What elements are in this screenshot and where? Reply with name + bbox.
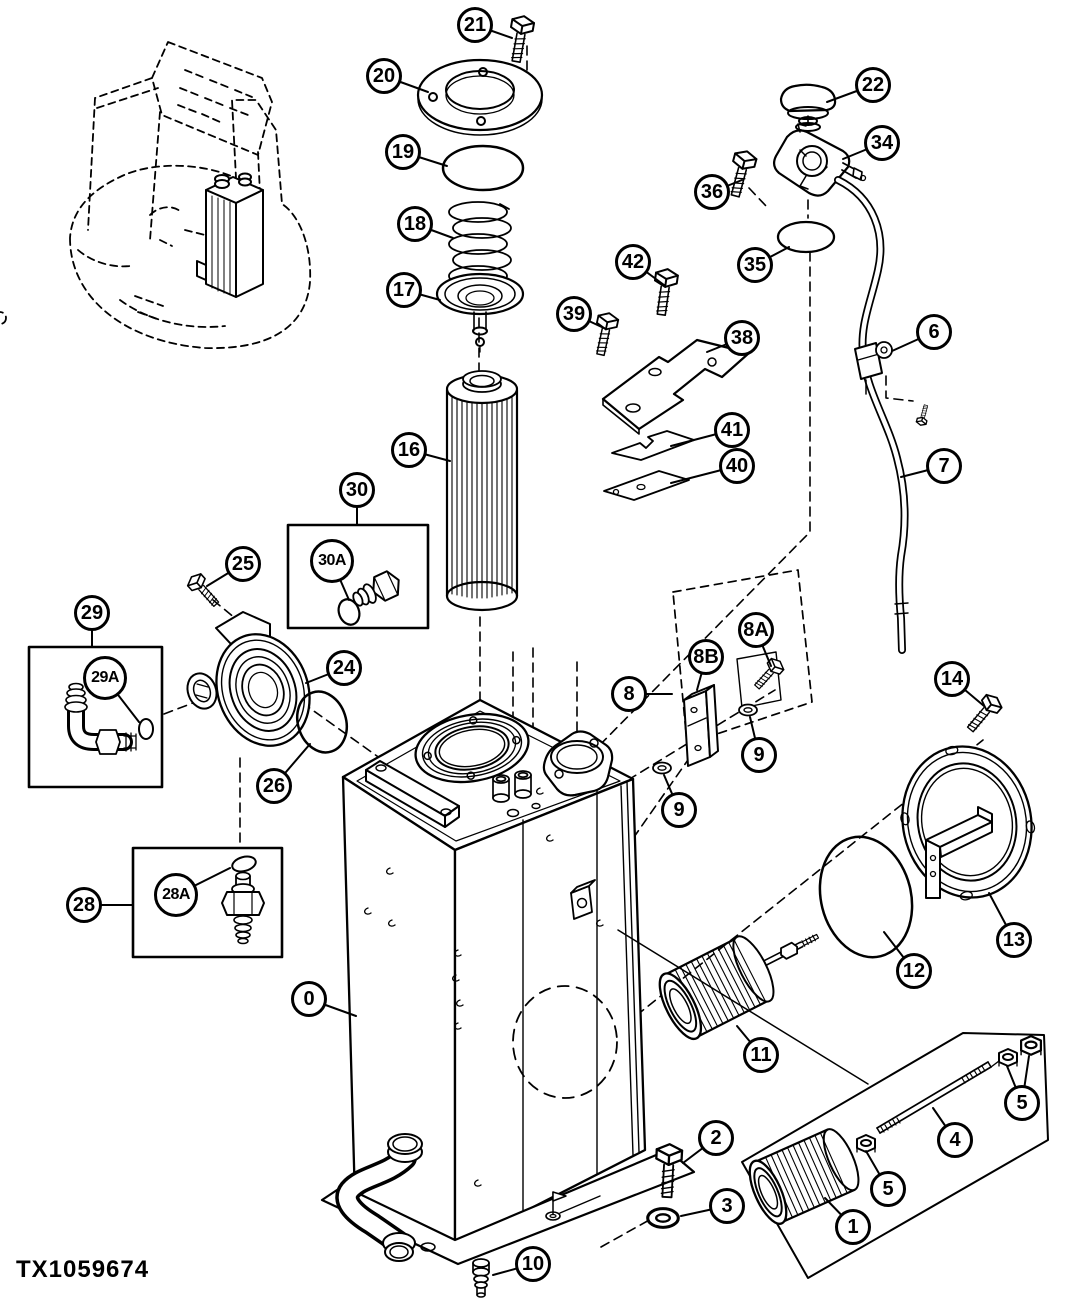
part-30-box	[286, 523, 430, 630]
callout-14[interactable]: 14	[934, 661, 970, 697]
part-12-cover-o-ring	[818, 835, 914, 959]
callout-28A[interactable]: 28A	[154, 873, 198, 917]
part-28A-fitting	[221, 855, 265, 945]
part-7-overflow-hose	[834, 176, 909, 654]
callout-9[interactable]: 9	[741, 737, 777, 773]
callout-25[interactable]: 25	[225, 546, 261, 582]
part-42-bolt	[649, 266, 680, 318]
callout-35[interactable]: 35	[737, 247, 773, 283]
part-19-o-ring	[441, 144, 525, 192]
callout-11[interactable]: 11	[743, 1037, 779, 1073]
callout-22[interactable]: 22	[855, 67, 891, 103]
callout-12[interactable]: 12	[896, 953, 932, 989]
callout-6[interactable]: 6	[916, 314, 952, 350]
callout-1[interactable]: 1	[835, 1209, 871, 1245]
callout-3[interactable]: 3	[709, 1188, 745, 1224]
part-3-washer	[646, 1206, 680, 1230]
part-22-breather-cap	[779, 83, 837, 132]
part-20-cover-plate	[416, 58, 544, 136]
callout-8B[interactable]: 8B	[688, 639, 724, 675]
callout-41[interactable]: 41	[714, 412, 750, 448]
callout-36[interactable]: 36	[694, 174, 730, 210]
part-0-hydraulic-tank	[320, 698, 869, 1266]
part-41-shim	[611, 430, 695, 461]
callout-30[interactable]: 30	[339, 472, 375, 508]
part-13-side-cover	[900, 745, 1036, 901]
callout-10[interactable]: 10	[515, 1246, 551, 1282]
part-10-drain-plug	[472, 1258, 490, 1298]
part-6-hose-clamp	[854, 341, 893, 395]
callout-13[interactable]: 13	[996, 922, 1032, 958]
callout-9[interactable]: 9	[661, 792, 697, 828]
callout-28[interactable]: 28	[66, 887, 102, 923]
part-21-bolt	[504, 13, 536, 65]
part-9-washer	[652, 761, 672, 775]
part-14-screw	[961, 690, 1006, 737]
part-4-rod	[876, 1060, 1000, 1134]
callout-29[interactable]: 29	[74, 595, 110, 631]
callout-42[interactable]: 42	[615, 244, 651, 280]
part-34-breather-base-plate	[772, 123, 867, 197]
callout-4[interactable]: 4	[937, 1122, 973, 1158]
part-39-bolt	[589, 310, 621, 358]
callout-40[interactable]: 40	[719, 448, 755, 484]
callout-39[interactable]: 39	[556, 296, 592, 332]
callout-18[interactable]: 18	[397, 206, 433, 242]
part-40-shim	[603, 470, 690, 501]
callout-38[interactable]: 38	[724, 320, 760, 356]
clamp-screw	[915, 403, 932, 428]
part-16-filter-element	[445, 370, 519, 612]
callout-19[interactable]: 19	[385, 134, 421, 170]
part-30A-plug	[337, 570, 400, 626]
part-1-strainer	[748, 1128, 860, 1225]
part-8B-block	[683, 684, 719, 767]
callout-8A[interactable]: 8A	[738, 612, 774, 648]
callout-34[interactable]: 34	[864, 125, 900, 161]
callout-30A[interactable]: 30A	[310, 539, 354, 583]
part-5-nut-b	[1019, 1034, 1043, 1056]
part-38-bracket	[601, 338, 751, 435]
callout-16[interactable]: 16	[391, 432, 427, 468]
part-17-bypass-cup	[435, 272, 525, 353]
figure-code: TX1059674	[16, 1256, 150, 1283]
part-26-o-ring	[295, 690, 349, 754]
callout-20[interactable]: 20	[366, 58, 402, 94]
callout-26[interactable]: 26	[256, 768, 292, 804]
part-25-screw	[184, 570, 224, 611]
callout-0[interactable]: 0	[291, 981, 327, 1017]
callout-29A[interactable]: 29A	[83, 656, 127, 700]
part-8-panel	[672, 569, 813, 745]
part-9-washer	[738, 703, 758, 717]
callout-5[interactable]: 5	[1004, 1085, 1040, 1121]
callout-24[interactable]: 24	[326, 650, 362, 686]
part-35-o-ring	[776, 220, 836, 254]
part-29A-elbow-fitting	[64, 682, 154, 755]
part-24-suction-flange	[186, 611, 311, 747]
callout-8[interactable]: 8	[611, 676, 647, 712]
strainer-kit-box	[741, 1032, 1049, 1279]
part-18-spring	[448, 201, 512, 287]
callout-7[interactable]: 7	[926, 448, 962, 484]
part-11-strainer	[658, 933, 820, 1041]
callout-21[interactable]: 21	[457, 7, 493, 43]
thumbnail-hydraulic-tank	[196, 172, 264, 298]
callout-5[interactable]: 5	[870, 1171, 906, 1207]
part-5-nut	[998, 1048, 1018, 1067]
part-5-nut	[856, 1134, 876, 1153]
callout-17[interactable]: 17	[386, 272, 422, 308]
callout-2[interactable]: 2	[698, 1120, 734, 1156]
